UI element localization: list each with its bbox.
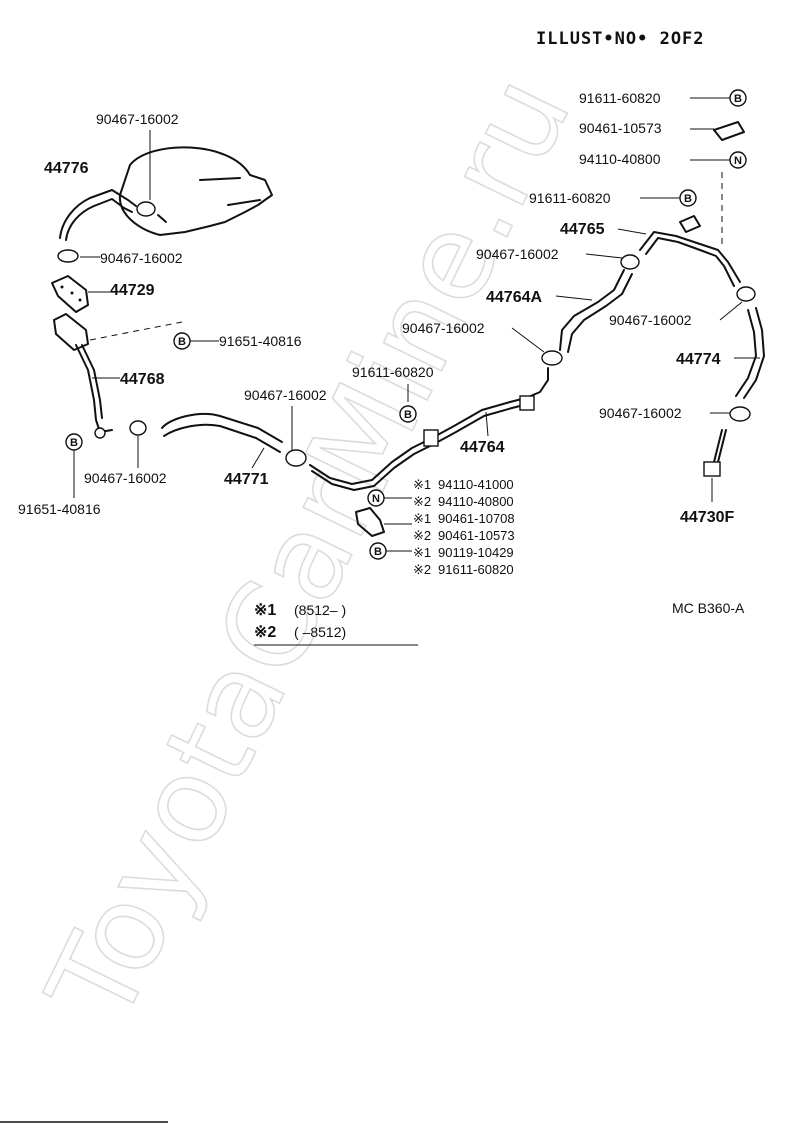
callout-90461-right[interactable]: 90461-10573 bbox=[579, 120, 662, 136]
variant-list: ※1 94110-41000 ※2 94110-40800 ※1 90461-1… bbox=[384, 477, 515, 577]
badge-n-label: N bbox=[734, 155, 742, 167]
hose-clamp-icon bbox=[136, 201, 167, 223]
callout-91651-left[interactable]: 91651-40816 bbox=[18, 501, 101, 517]
callout-90467-left2[interactable]: 90467-16002 bbox=[100, 250, 183, 266]
variant-mark: ※2 bbox=[413, 562, 431, 577]
callout-94110-right[interactable]: 94110-40800 bbox=[579, 151, 661, 167]
pipe-44765[interactable] bbox=[639, 231, 741, 287]
bracket-icon bbox=[679, 215, 701, 233]
figure-code: MC B360-A bbox=[672, 600, 745, 616]
part-44730f[interactable]: 44730F bbox=[680, 509, 734, 526]
legend-range-2: ( –8512) bbox=[294, 624, 346, 640]
variant-mark: ※1 bbox=[413, 511, 431, 526]
part-44764a[interactable]: 44764A bbox=[486, 289, 542, 306]
legend: ※1 (8512– ) ※2 ( –8512) bbox=[254, 602, 418, 646]
variant-part[interactable]: 94110-40800 bbox=[438, 494, 514, 509]
legend-range-1: (8512– ) bbox=[294, 602, 346, 618]
variant-part[interactable]: 90119-10429 bbox=[438, 545, 514, 560]
variant-part[interactable]: 90461-10708 bbox=[438, 511, 515, 526]
badge-b-label: B bbox=[70, 437, 78, 449]
hose-clamp-icon bbox=[541, 350, 563, 366]
hose-clamp-icon bbox=[620, 254, 640, 270]
badge-b-label: B bbox=[178, 336, 186, 348]
hose-44771[interactable] bbox=[161, 412, 283, 453]
part-44764[interactable]: 44764 bbox=[460, 439, 505, 456]
variant-part[interactable]: 90461-10573 bbox=[438, 528, 515, 543]
bracket-44729-icon bbox=[51, 275, 89, 313]
badge-b-label: B bbox=[734, 93, 742, 105]
badge-n-icon: N bbox=[367, 489, 385, 507]
callout-91611-mid[interactable]: 91611-60820 bbox=[352, 364, 434, 380]
hose-44764a[interactable] bbox=[559, 269, 633, 353]
badge-b-icon: B bbox=[65, 433, 83, 451]
callout-91651-right[interactable]: 91651-40816 bbox=[219, 333, 302, 349]
badge-n-label: N bbox=[372, 493, 380, 505]
badge-b-label: B bbox=[404, 409, 412, 421]
variant-part[interactable]: 94110-41000 bbox=[438, 477, 514, 492]
pipe-44768-icon bbox=[53, 313, 113, 439]
variant-part[interactable]: 91611-60820 bbox=[438, 562, 514, 577]
callout-91611-right1[interactable]: 91611-60820 bbox=[579, 90, 661, 106]
variant-clamp-icon bbox=[355, 507, 385, 537]
part-44771[interactable]: 44771 bbox=[224, 471, 269, 488]
callout-90467-center2[interactable]: 90467-16002 bbox=[476, 246, 559, 262]
illustration-number: ILLUST•NO• 2OF2 bbox=[536, 29, 705, 49]
hose-clamp-icon bbox=[729, 406, 751, 422]
badge-b-icon: B bbox=[399, 405, 417, 423]
pipe-44764[interactable] bbox=[309, 367, 549, 485]
badge-n-icon: N bbox=[729, 151, 747, 169]
badge-b-icon: B bbox=[679, 189, 697, 207]
badge-b-icon: B bbox=[369, 542, 387, 560]
clamp-bracket-icon bbox=[713, 121, 745, 141]
hose-44774[interactable] bbox=[735, 307, 765, 399]
variant-mark: ※2 bbox=[413, 528, 431, 543]
badge-b-label: B bbox=[374, 546, 382, 558]
callout-90467-right1[interactable]: 90467-16002 bbox=[609, 312, 692, 328]
legend-mark-2: ※2 bbox=[254, 624, 276, 641]
callout-90467-center[interactable]: 90467-16002 bbox=[402, 320, 485, 336]
legend-mark-1: ※1 bbox=[254, 602, 276, 619]
check-valve-44730f-icon bbox=[703, 429, 727, 477]
part-44768[interactable]: 44768 bbox=[120, 371, 165, 388]
hose-clamp-icon bbox=[285, 449, 307, 467]
hose-clamp-icon bbox=[129, 420, 147, 436]
part-44765[interactable]: 44765 bbox=[560, 221, 605, 238]
variant-mark: ※1 bbox=[413, 545, 431, 560]
part-44776[interactable]: 44776 bbox=[44, 160, 89, 177]
callout-90467-right2[interactable]: 90467-16002 bbox=[599, 405, 682, 421]
variant-mark: ※2 bbox=[413, 494, 431, 509]
badge-b-label: B bbox=[684, 193, 692, 205]
hose-clamp-icon bbox=[57, 249, 79, 263]
callout-90467-mid[interactable]: 90467-16002 bbox=[244, 387, 327, 403]
hose-clamp-icon bbox=[736, 286, 756, 302]
callout-91611-right2[interactable]: 91611-60820 bbox=[529, 190, 611, 206]
clip-icon bbox=[423, 395, 535, 447]
variant-mark: ※1 bbox=[413, 477, 431, 492]
badge-b-icon: B bbox=[729, 89, 747, 107]
hose-44776[interactable] bbox=[59, 189, 137, 241]
badge-b-icon: B bbox=[173, 332, 191, 350]
part-44774[interactable]: 44774 bbox=[676, 351, 721, 368]
callout-90467-left3[interactable]: 90467-16002 bbox=[84, 470, 167, 486]
callout-90467-top[interactable]: 90467-16002 bbox=[96, 111, 179, 127]
part-44729[interactable]: 44729 bbox=[110, 282, 155, 299]
brake-booster-outline bbox=[118, 146, 273, 236]
